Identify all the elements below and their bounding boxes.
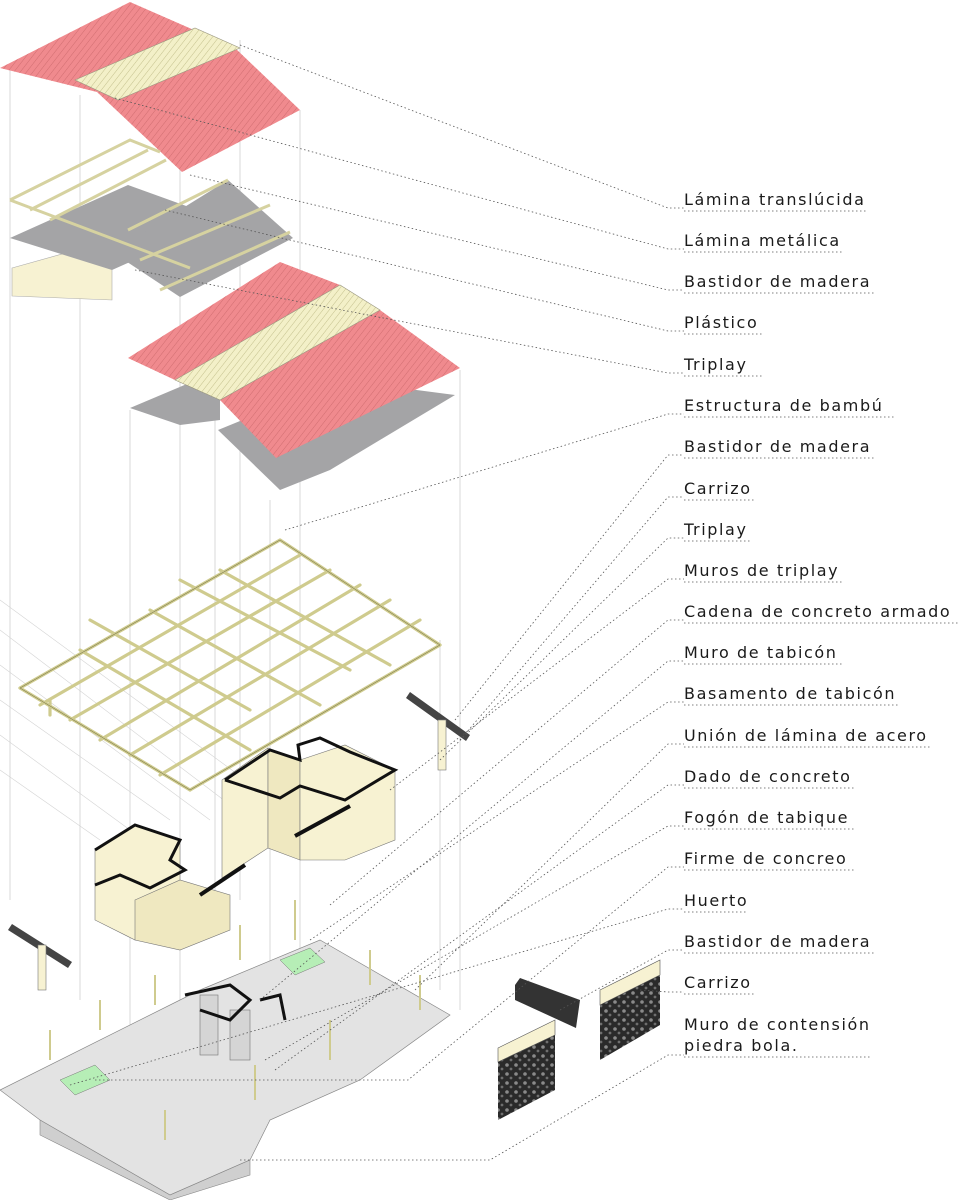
roof-sheets-top [0, 2, 300, 172]
label-fogon-de-tabique: Fogón de tabique [684, 808, 850, 827]
side-guide-lines [0, 599, 301, 841]
label-muro-de-tabicon: Muro de tabicón [684, 643, 838, 662]
side-frame-elements [8, 692, 661, 1120]
concrete-base [0, 939, 451, 1200]
bamboo-structure [18, 538, 442, 792]
label-triplay-1: Triplay [684, 355, 748, 374]
label-plastico: Plástico [684, 313, 759, 332]
label-lamina-metalica: Lámina metálica [684, 231, 841, 250]
leader-lines [69, 44, 684, 1161]
label-basamento-de-tabicon: Basamento de tabicón [684, 684, 897, 703]
label-muros-de-triplay: Muros de triplay [684, 561, 840, 580]
bamboo-structure-lines [19, 539, 441, 791]
concrete-dados-bamboo-posts [49, 900, 421, 1140]
label-bastidor-de-madera-2: Bastidor de madera [684, 437, 872, 456]
label-union-de-lamina-de-acero: Unión de lámina de acero [684, 726, 928, 745]
label-muro-de-contension: Muro de contensión [684, 1015, 871, 1034]
label-piedra-bola: piedra bola. [684, 1036, 799, 1055]
label-triplay-2: Triplay [684, 520, 748, 539]
label-lamina-translucida: Lámina translúcida [684, 190, 866, 209]
label-firme-de-concreo: Firme de concreo [684, 849, 848, 868]
label-estructura-de-bambu: Estructura de bambú [684, 396, 884, 415]
plywood-walls-lower [94, 823, 247, 951]
label-underlines [684, 210, 958, 1058]
label-cadena-de-concreto-armado: Cadena de concreto armado [684, 602, 952, 621]
label-dado-de-concreto: Dado de concreto [684, 767, 852, 786]
label-huerto: Huerto [684, 891, 749, 910]
label-bastidor-de-madera-1: Bastidor de madera [684, 272, 872, 291]
label-bastidor-de-madera-3: Bastidor de madera [684, 932, 872, 951]
plywood-walls-upper [221, 736, 399, 879]
label-carrizo-1: Carrizo [684, 479, 752, 498]
wood-frame-plastic-plywood [9, 138, 293, 301]
roof-sheets-second [128, 262, 460, 490]
label-carrizo-2: Carrizo [684, 973, 752, 992]
